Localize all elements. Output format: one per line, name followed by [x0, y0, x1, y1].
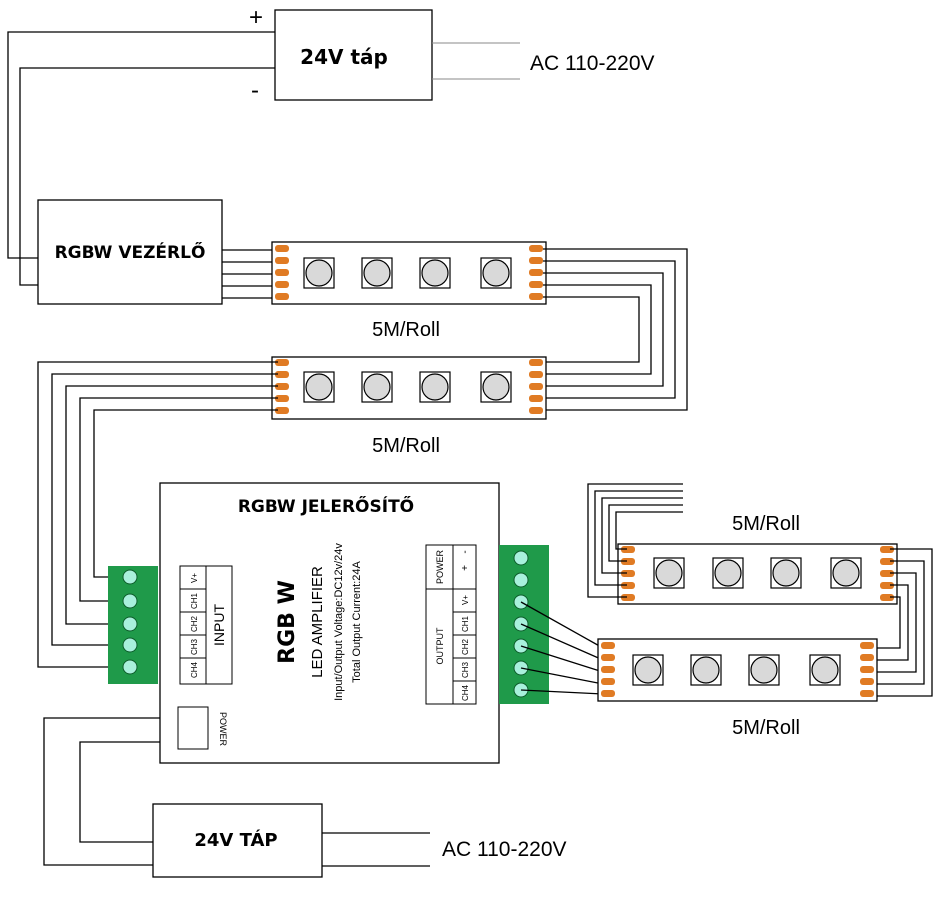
bottom-ac-label: AC 110-220V [442, 838, 567, 861]
led-strip-1 [271, 241, 547, 305]
amplifier-voltage: Input/Output Voltage:DC12v/24v [333, 543, 345, 701]
input-pin-ch1: CH1 [190, 592, 199, 609]
output-pin-ch3: CH3 [461, 661, 470, 678]
input-label: INPUT [211, 604, 227, 646]
output-terminal-block [499, 545, 549, 704]
strip-3-roll-label: 5M/Roll [732, 513, 800, 535]
output-label: OUTPUT [435, 627, 445, 665]
wires-strip2-to-amplifier [37, 361, 278, 668]
top-supply-plus: + [249, 4, 263, 31]
top-supply-box [274, 9, 433, 101]
strip-3-extension-wires [587, 483, 683, 598]
amplifier-title: RGBW JELERŐSÍTŐ [238, 495, 414, 517]
wire-bottom-minus [79, 741, 160, 843]
led-strip-3 [617, 543, 898, 605]
controller-label: RGBW VEZÉRLŐ [55, 241, 206, 263]
wires-strip3-to-strip4 [874, 548, 933, 697]
input-pin-ch2: CH2 [190, 615, 199, 632]
amplifier-current: Total Output Current:24A [351, 561, 363, 683]
output-pin-labels: POWER + - OUTPUT V+ CH1 CH2 CH3 CH4 [425, 544, 477, 705]
top-supply-minus: - [251, 77, 259, 104]
power-input-label: POWER [218, 712, 228, 747]
wires-strip1-to-strip2 [543, 248, 688, 411]
top-ac-label: AC 110-220V [530, 52, 655, 75]
output-power-plus: + [460, 565, 471, 571]
input-pin-labels: V+ CH1 CH2 CH3 CH4 INPUT [179, 565, 233, 685]
wire-top-plus [7, 31, 275, 259]
led-strip-2 [271, 356, 547, 420]
output-pin-ch4: CH4 [461, 684, 470, 701]
bottom-supply-label: 24V TÁP [194, 829, 277, 851]
top-supply-label: 24V táp [300, 45, 388, 69]
bottom-supply-box [152, 803, 323, 878]
power-input-box [177, 706, 209, 750]
strip-2-roll-label: 5M/Roll [372, 435, 440, 457]
input-terminal-block [108, 566, 158, 684]
strip-4-roll-label: 5M/Roll [732, 717, 800, 739]
wire-bottom-plus [43, 717, 160, 866]
output-power-minus: - [460, 550, 471, 553]
controller-output-wires [222, 249, 278, 299]
led-strip-4 [597, 638, 878, 702]
output-pin-ch1: CH1 [461, 615, 470, 632]
input-pin-vplus: V+ [190, 573, 199, 583]
strip-1-roll-label: 5M/Roll [372, 319, 440, 341]
wires-amplifier-to-strip4 [520, 601, 604, 695]
amplifier-subtitle: LED AMPLIFIER [309, 566, 326, 678]
input-pin-ch3: CH3 [190, 638, 199, 655]
output-pin-ch2: CH2 [461, 638, 470, 655]
amplifier-model: RGB W [275, 580, 300, 664]
output-power-label: POWER [435, 550, 445, 585]
controller-box [37, 199, 223, 305]
output-pin-vplus: V+ [461, 595, 470, 605]
input-pin-ch4: CH4 [190, 661, 199, 678]
wire-top-minus [19, 67, 275, 286]
